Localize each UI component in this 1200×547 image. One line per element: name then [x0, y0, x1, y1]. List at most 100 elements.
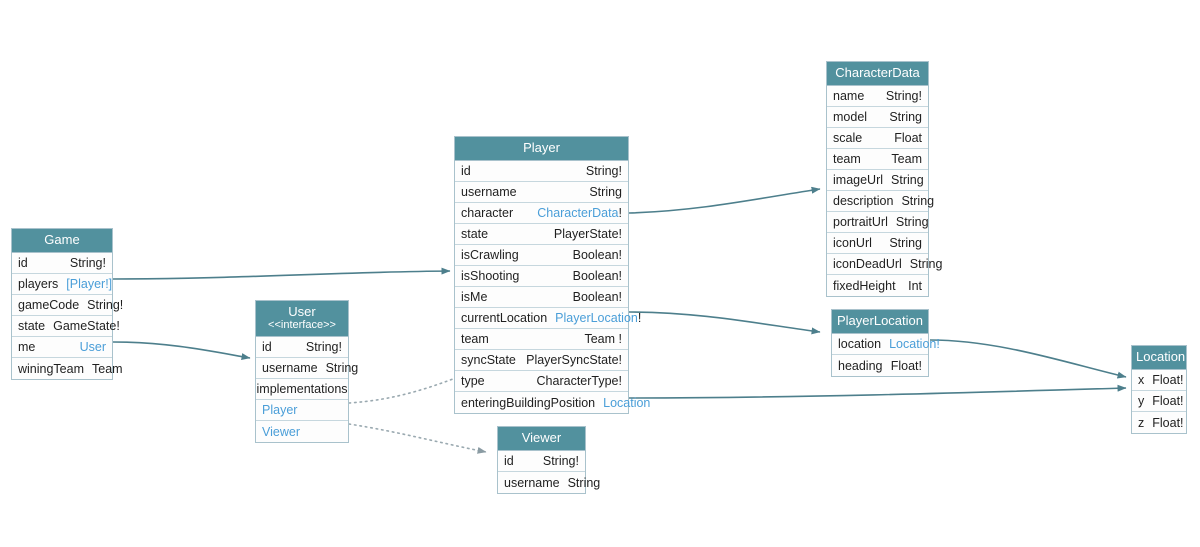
field-type[interactable]: Location! — [889, 337, 940, 351]
field-player-state[interactable]: state PlayerState! — [455, 224, 628, 245]
field-type-link[interactable]: CharacterData — [537, 206, 619, 220]
entity-game[interactable]: Game id String! players [Player!] gameCo… — [11, 228, 123, 380]
entity-viewer-header: Viewer — [498, 427, 585, 451]
field-name[interactable]: Player — [262, 403, 298, 417]
field-characterdata-icondeadurl[interactable]: iconDeadUrl String — [827, 254, 942, 275]
field-type-nonnull: ! — [618, 206, 622, 220]
field-type: Float! — [1152, 394, 1184, 408]
field-type-link[interactable]: PlayerLocation — [555, 311, 638, 325]
field-type: String — [889, 110, 922, 124]
edge-player-enteringbuildingposition-to-location — [628, 384, 1127, 399]
field-name: me — [18, 340, 36, 354]
field-characterdata-model[interactable]: model String — [827, 107, 928, 128]
field-location-z[interactable]: z Float! — [1132, 412, 1186, 433]
field-type: Boolean! — [572, 248, 622, 262]
field-user-id[interactable]: id String! — [256, 337, 348, 358]
field-name: gameCode — [18, 298, 80, 312]
field-name: enteringBuildingPosition — [461, 395, 596, 410]
entity-playerlocation[interactable]: PlayerLocation location Location! headin… — [831, 309, 940, 377]
field-characterdata-team[interactable]: team Team — [827, 149, 928, 170]
entity-viewer[interactable]: Viewer id String! username String — [497, 426, 600, 494]
field-player-isme[interactable]: isMe Boolean! — [455, 287, 628, 308]
field-name: currentLocation — [461, 311, 548, 325]
field-characterdata-description[interactable]: description String — [827, 191, 934, 212]
field-type[interactable]: Location — [603, 395, 651, 410]
field-type: Boolean! — [572, 269, 622, 283]
field-location-x[interactable]: x Float! — [1132, 370, 1186, 391]
field-game-gamecode[interactable]: gameCode String! — [12, 295, 123, 316]
field-player-team[interactable]: team Team ! — [455, 329, 628, 350]
entity-playerlocation-header: PlayerLocation — [832, 310, 928, 334]
field-type: String! — [542, 454, 579, 468]
field-name: implementations — [256, 382, 348, 396]
field-type: Float — [894, 131, 922, 145]
field-user-username[interactable]: username String — [256, 358, 358, 379]
field-characterdata-portraiturl[interactable]: portraitUrl String — [827, 212, 929, 233]
entity-user-stereotype: <<interface>> — [268, 319, 336, 331]
field-type[interactable]: [Player!] — [66, 277, 113, 291]
field-game-winingteam[interactable]: winingTeam Team — [12, 358, 123, 379]
field-player-isshooting[interactable]: isShooting Boolean! — [455, 266, 628, 287]
field-viewer-username[interactable]: username String — [498, 472, 600, 493]
entity-location[interactable]: Location x Float! y Float! z Float! — [1131, 345, 1187, 434]
field-playerlocation-heading[interactable]: heading Float! — [832, 355, 928, 376]
edge-game-players-to-player — [112, 267, 451, 280]
field-characterdata-iconurl[interactable]: iconUrl String — [827, 233, 928, 254]
field-type: Team — [92, 361, 123, 376]
field-name: fixedHeight — [833, 278, 896, 293]
field-name: id — [504, 454, 514, 468]
field-name: scale — [833, 131, 863, 145]
field-type: Int — [908, 278, 922, 293]
field-type: String — [909, 257, 943, 271]
field-type: String! — [305, 340, 342, 354]
field-name: isCrawling — [461, 248, 519, 262]
field-user-impl-player[interactable]: Player — [256, 400, 348, 421]
field-name: state — [18, 319, 46, 333]
field-name: model — [833, 110, 868, 124]
field-player-iscrawling[interactable]: isCrawling Boolean! — [455, 245, 628, 266]
field-player-currentlocation[interactable]: currentLocation PlayerLocation! — [455, 308, 641, 329]
field-name: type — [461, 374, 485, 388]
field-user-impl-viewer[interactable]: Viewer — [256, 421, 348, 442]
field-player-syncstate[interactable]: syncState PlayerSyncState! — [455, 350, 628, 371]
field-game-players[interactable]: players [Player!] — [12, 274, 112, 295]
entity-player-title: Player — [523, 140, 560, 155]
field-game-me[interactable]: me User — [12, 337, 112, 358]
edge-user-player-to-player — [348, 373, 467, 404]
entity-viewer-title: Viewer — [521, 430, 562, 445]
entity-characterdata[interactable]: CharacterData name String! model String … — [826, 61, 942, 297]
field-name: id — [461, 164, 471, 178]
field-location-y[interactable]: y Float! — [1132, 391, 1186, 412]
field-characterdata-imageurl[interactable]: imageUrl String — [827, 170, 928, 191]
field-name: username — [504, 475, 560, 490]
field-viewer-id[interactable]: id String! — [498, 451, 585, 472]
field-player-id[interactable]: id String! — [455, 161, 628, 182]
entity-location-title: Location — [1136, 349, 1186, 364]
field-playerlocation-location[interactable]: location Location! — [832, 334, 940, 355]
entity-player[interactable]: Player id String! username String charac… — [454, 136, 650, 414]
edge-user-viewer-to-viewer — [348, 423, 487, 454]
field-name: z — [1138, 415, 1145, 430]
entity-user[interactable]: User <<interface>> id String! username S… — [255, 300, 358, 443]
field-game-state[interactable]: state GameState! — [12, 316, 120, 337]
field-characterdata-name[interactable]: name String! — [827, 86, 928, 107]
edge-player-character-to-characterdata — [628, 186, 821, 214]
entity-game-title: Game — [44, 232, 80, 247]
field-characterdata-scale[interactable]: scale Float — [827, 128, 928, 149]
field-type: String — [589, 185, 622, 199]
edge-player-currentlocation-to-playerlocation — [628, 311, 821, 335]
field-type: String — [895, 215, 929, 229]
field-type: PlayerSyncState! — [526, 353, 622, 367]
field-player-enteringbuildingposition[interactable]: enteringBuildingPosition Location — [455, 392, 650, 413]
field-name[interactable]: Viewer — [262, 424, 300, 439]
field-player-username[interactable]: username String — [455, 182, 628, 203]
field-player-type[interactable]: type CharacterType! — [455, 371, 628, 392]
field-characterdata-fixedheight[interactable]: fixedHeight Int — [827, 275, 928, 296]
field-type[interactable]: CharacterData! — [529, 206, 622, 220]
field-name: heading — [838, 358, 883, 373]
field-type[interactable]: User — [79, 340, 106, 354]
field-type[interactable]: PlayerLocation! — [547, 311, 641, 325]
field-player-character[interactable]: character CharacterData! — [455, 203, 628, 224]
field-type: String! — [87, 298, 124, 312]
field-game-id[interactable]: id String! — [12, 253, 112, 274]
